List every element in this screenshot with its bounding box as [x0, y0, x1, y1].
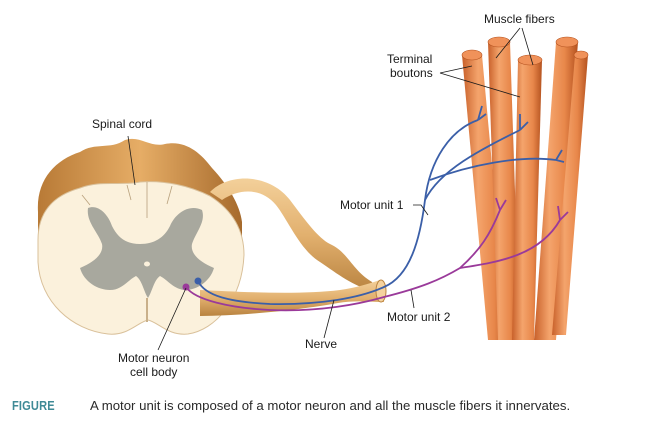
label-motor-unit-2: Motor unit 2: [387, 310, 451, 324]
central-canal: [144, 261, 150, 267]
motor-unit-2-axon: [185, 197, 569, 312]
label-motor-neuron-2: cell body: [130, 365, 177, 379]
label-motor-unit-1: Motor unit 1: [340, 198, 404, 212]
muscle-fibers: [461, 36, 589, 340]
spinal-gray-matter: [80, 207, 214, 298]
muscle-fiber: [552, 50, 589, 335]
figure-caption: FIGURE A motor unit is composed of a mot…: [12, 393, 649, 417]
label-muscle-fibers: Muscle fibers: [484, 12, 555, 26]
leader-nerve: [323, 299, 335, 339]
leader-motor-unit-1: [413, 204, 429, 216]
leader-motor-unit-2: [410, 289, 415, 309]
leader-muscle-fibers-a: [495, 27, 521, 59]
motor-neuron-2-soma: [182, 283, 190, 291]
leader-terminal-boutons-b: [439, 72, 521, 98]
nerve-root-loop: [210, 178, 376, 292]
muscle-fiber: [487, 36, 520, 340]
leader-terminal-boutons-a: [439, 65, 473, 74]
motor-unit-1-axon: [197, 105, 565, 305]
motor-neuron-1-soma: [194, 277, 202, 285]
muscle-fiber: [534, 36, 579, 340]
caption-tag: FIGURE: [12, 397, 55, 413]
leader-motor-neuron: [157, 287, 187, 351]
label-terminal-boutons-1: Terminal: [387, 52, 432, 66]
caption-text: A motor unit is composed of a motor neur…: [90, 397, 571, 413]
label-nerve: Nerve: [305, 337, 337, 351]
nerve-trunk: [200, 280, 384, 316]
leader-spinal-cord: [127, 135, 136, 186]
leader-muscle-fibers-b: [521, 27, 534, 66]
spinal-cord: [37, 138, 245, 335]
label-terminal-boutons-2: boutons: [390, 66, 433, 80]
label-motor-neuron-1: Motor neuron: [118, 351, 189, 365]
label-spinal-cord: Spinal cord: [92, 117, 152, 131]
